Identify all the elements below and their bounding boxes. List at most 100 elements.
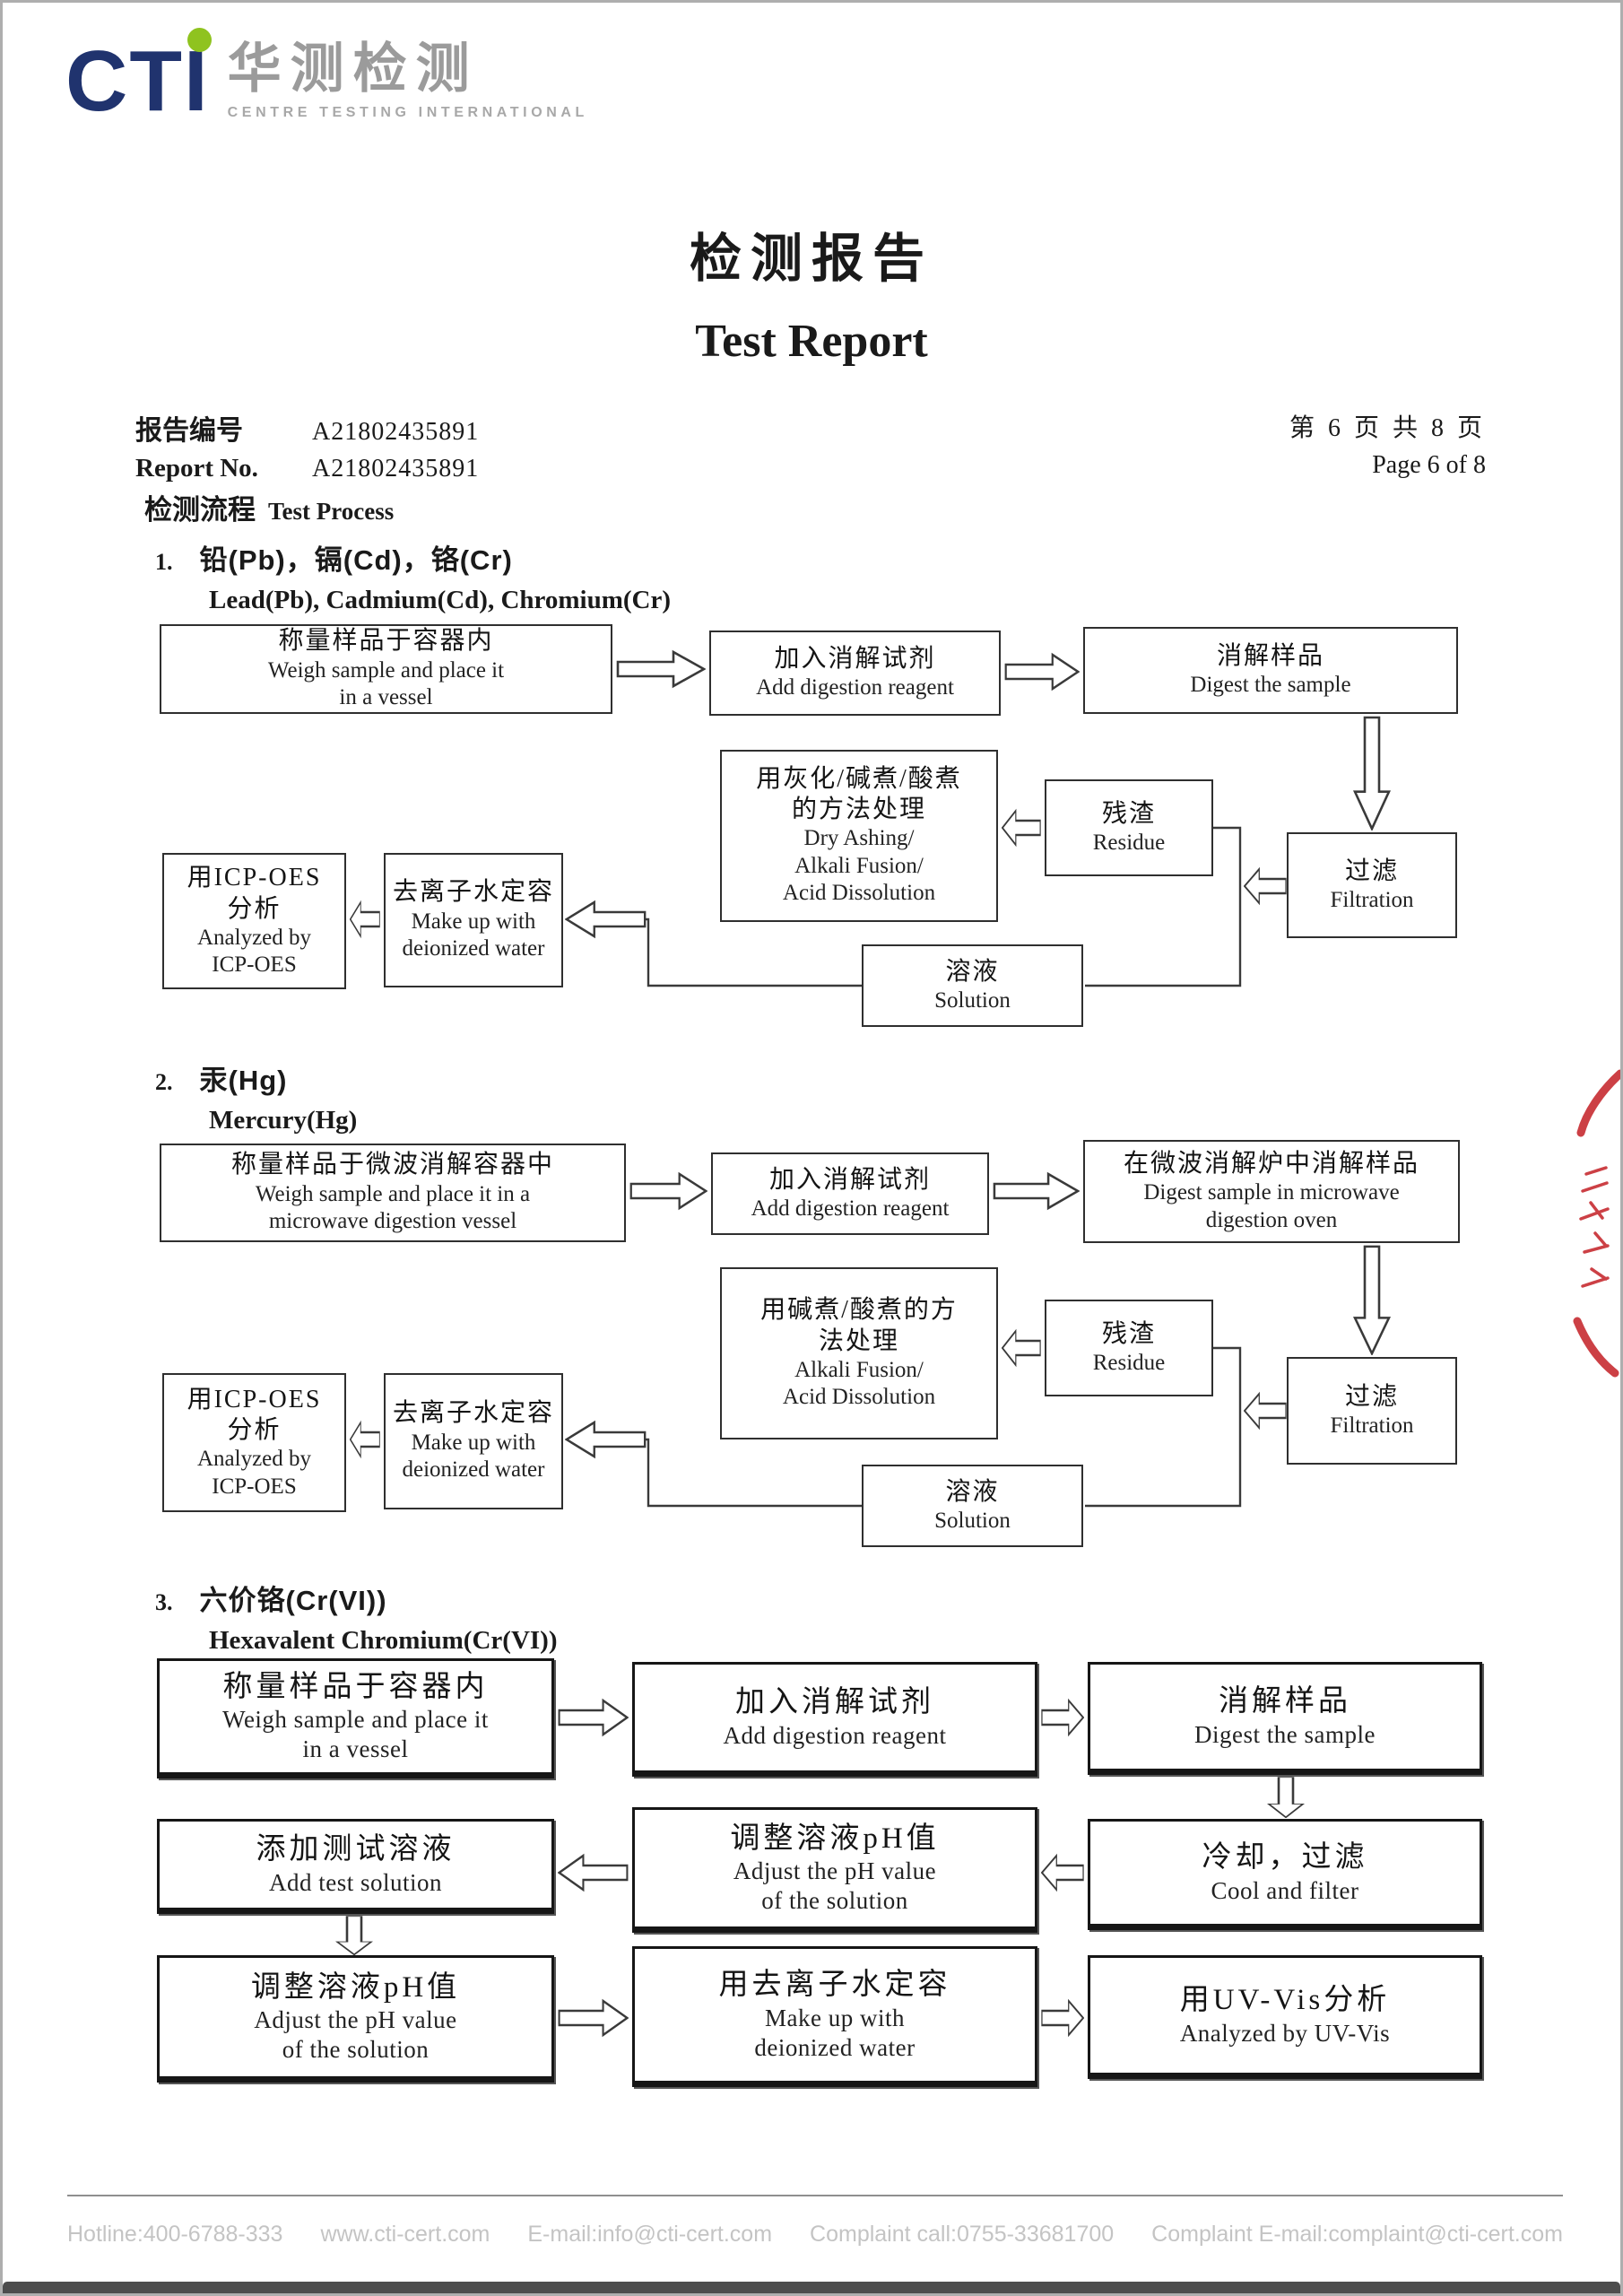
- arrow-down-icon: [1352, 716, 1392, 831]
- flow3-weigh-sample-box: 称量样品于容器内 Weigh sample and place it in a …: [157, 1658, 554, 1779]
- flow3-cool-en: Cool and filter: [1211, 1876, 1359, 1904]
- section-1-title-zh: 铅(Pb)，镉(Cd)，铬(Cr): [199, 544, 513, 576]
- arrow-left-icon: [565, 1420, 647, 1459]
- section-1-title-en: Lead(Pb), Cadmium(Cd), Chromium(Cr): [209, 586, 672, 614]
- flow1-treatment-method-box: 用灰化/碱煮/酸煮 的方法处理 Dry Ashing/ Alkali Fusio…: [720, 750, 998, 922]
- flow2-treatment-zh1: 用碱煮/酸煮的方: [760, 1296, 958, 1325]
- arrow-down-icon: [1266, 1777, 1306, 1818]
- flow3-adjust-ph-box-1: 调整溶液pH值 Adjust the pH value of the solut…: [632, 1807, 1037, 1933]
- flow2-icp-en1: Analyzed by: [196, 1447, 312, 1472]
- flow3-water-en1: Make up with: [765, 2004, 905, 2031]
- flow1-icp-en2: ICP-OES: [212, 952, 297, 978]
- flow3-reagent-en: Add digestion reagent: [723, 1721, 947, 1749]
- flow3-uv-vis-analysis-box: 用UV-Vis分析 Analyzed by UV-Vis: [1088, 1955, 1482, 2079]
- flow1-treatment-zh2: 的方法处理: [791, 796, 926, 824]
- report-number-row-zh: 报告编号 A21802435891: [135, 408, 479, 448]
- section-2-number: 2.: [155, 1069, 173, 1095]
- flow3-ph2-en1: Adjust the pH value: [254, 2006, 457, 2034]
- flow1-weigh-sample-box: 称量样品于容器内 Weigh sample and place it in a …: [160, 624, 612, 714]
- flow1-water-en1: Make up with: [411, 909, 536, 934]
- flow3-add-reagent-box: 加入消解试剂 Add digestion reagent: [632, 1662, 1037, 1777]
- red-stamp-fragment: [1573, 1069, 1620, 1378]
- flow3-digest-sample-box: 消解样品 Digest the sample: [1088, 1662, 1482, 1775]
- report-number-row-en: Report No. A21802435891: [135, 454, 479, 483]
- flow2-digest-en2: digestion oven: [1205, 1207, 1338, 1232]
- flow2-treatment-en2: Acid Dissolution: [782, 1385, 936, 1410]
- section-3-title-zh: 六价铬(Cr(VI)): [199, 1585, 387, 1616]
- arrow-left-icon: [1244, 866, 1287, 906]
- flow1-add-reagent-box: 加入消解试剂 Add digestion reagent: [709, 631, 1001, 716]
- flow2-icp-zh1: 用ICP-OES: [187, 1385, 322, 1413]
- footer-email: E-mail:info@cti-cert.com: [527, 2222, 773, 2247]
- flow2-add-reagent-box: 加入消解试剂 Add digestion reagent: [711, 1152, 989, 1235]
- flow2-reagent-zh: 加入消解试剂: [768, 1165, 931, 1194]
- flow3-digest-zh: 消解样品: [1219, 1685, 1351, 1718]
- flow1-icp-oes-analysis-box: 用ICP-OES 分析 Analyzed by ICP-OES: [162, 853, 346, 989]
- flow3-water-zh: 用去离子水定容: [718, 1969, 951, 2002]
- cti-letters: CTI: [65, 33, 210, 129]
- flow1-residue-zh: 残渣: [1101, 799, 1156, 828]
- test-process-heading-en: Test Process: [268, 498, 395, 525]
- flow3-weigh-en2: in a vessel: [302, 1735, 409, 1763]
- flow2-water-en1: Make up with: [411, 1430, 536, 1455]
- flow1-solution-box: 溶液 Solution: [862, 944, 1083, 1027]
- arrow-left-icon: [350, 900, 380, 939]
- flow3-uvvis-en: Analyzed by UV-Vis: [1179, 2019, 1391, 2047]
- arrow-right-icon: [993, 1171, 1080, 1211]
- report-no-value-zh: A21802435891: [312, 418, 480, 446]
- flow3-test-solution-zh: 添加测试溶液: [256, 1833, 456, 1866]
- flow3-ph1-en2: of the solution: [761, 1887, 908, 1915]
- arrow-right-icon: [558, 1698, 629, 1737]
- flow2-treatment-en1: Alkali Fusion/: [794, 1357, 924, 1382]
- flow3-reagent-zh: 加入消解试剂: [735, 1686, 934, 1719]
- flow1-icp-zh1: 用ICP-OES: [187, 864, 322, 892]
- flow1-weigh-zh: 称量样品于容器内: [278, 627, 494, 656]
- flow2-water-zh: 去离子水定容: [392, 1399, 554, 1428]
- flow1-weigh-en2: in a vessel: [339, 685, 433, 710]
- flow2-weigh-en1: Weigh sample and place it in a: [255, 1181, 531, 1206]
- arrow-left-icon: [1002, 1328, 1041, 1368]
- footer-complaint-call: Complaint call:0755-33681700: [810, 2222, 1115, 2247]
- arrow-right-icon: [1004, 652, 1080, 691]
- report-number-block: 报告编号 A21802435891 Report No. A2180243589…: [135, 408, 479, 490]
- flow2-filtration-box: 过滤 Filtration: [1287, 1357, 1457, 1465]
- flow2-icp-oes-analysis-box: 用ICP-OES 分析 Analyzed by ICP-OES: [162, 1373, 346, 1512]
- arrow-right-icon: [616, 649, 706, 689]
- flow3-ph2-en2: of the solution: [282, 2036, 430, 2064]
- arrow-left-icon: [1041, 1853, 1084, 1892]
- arrow-left-icon: [1244, 1391, 1287, 1431]
- flow3-ph2-zh: 调整溶液pH值: [250, 1970, 461, 2004]
- flow1-filtration-en: Filtration: [1330, 887, 1414, 912]
- flow3-uvvis-zh: 用UV-Vis分析: [1179, 1984, 1391, 2017]
- flow1-digest-zh: 消解样品: [1216, 642, 1324, 671]
- section-2-heading: 2. 汞(Hg) Mercury(Hg): [155, 1057, 357, 1135]
- flow1-icp-en1: Analyzed by: [196, 925, 312, 950]
- report-no-label-zh: 报告编号: [135, 416, 243, 446]
- flow1-icp-zh2: 分析: [227, 894, 282, 923]
- flow1-treatment-zh1: 用灰化/碱煮/酸煮: [756, 765, 962, 794]
- flow3-ph1-zh: 调整溶液pH值: [730, 1822, 940, 1855]
- flow1-weigh-en1: Weigh sample and place it: [267, 657, 505, 683]
- section-3-number: 3.: [155, 1589, 173, 1615]
- flow1-treatment-en2: Alkali Fusion/: [794, 853, 924, 878]
- flow2-make-up-water-box: 去离子水定容 Make up with deionized water: [384, 1373, 563, 1509]
- report-title-en: Test Report: [695, 316, 928, 367]
- footer-website: www.cti-cert.com: [320, 2222, 490, 2247]
- flow2-icp-zh2: 分析: [227, 1416, 282, 1444]
- flow1-digest-sample-box: 消解样品 Digest the sample: [1083, 627, 1458, 714]
- flow3-weigh-en1: Weigh sample and place it: [222, 1706, 489, 1734]
- cti-logo-chinese: 华测检测: [227, 39, 479, 100]
- flow2-solution-zh: 溶液: [945, 1477, 1000, 1506]
- flow2-filtration-en: Filtration: [1330, 1413, 1414, 1438]
- cti-logo-text: CTI: [65, 28, 212, 125]
- flow2-digest-zh: 在微波消解炉中消解样品: [1123, 1149, 1419, 1178]
- arrow-left-icon: [1002, 808, 1041, 848]
- flow3-make-up-water-box: 用去离子水定容 Make up with deionized water: [632, 1946, 1037, 2087]
- flow2-residue-zh: 残渣: [1101, 1319, 1156, 1348]
- cti-green-dot-icon: [187, 28, 212, 52]
- flow1-treatment-en3: Acid Dissolution: [782, 881, 936, 906]
- flow2-digest-en1: Digest sample in microwave: [1143, 1180, 1400, 1205]
- flow3-test-solution-en: Add test solution: [268, 1868, 442, 1896]
- section-2-title-zh: 汞(Hg): [199, 1065, 288, 1096]
- footer-contact-bar: Hotline:400-6788-333 www.cti-cert.com E-…: [67, 2222, 1563, 2248]
